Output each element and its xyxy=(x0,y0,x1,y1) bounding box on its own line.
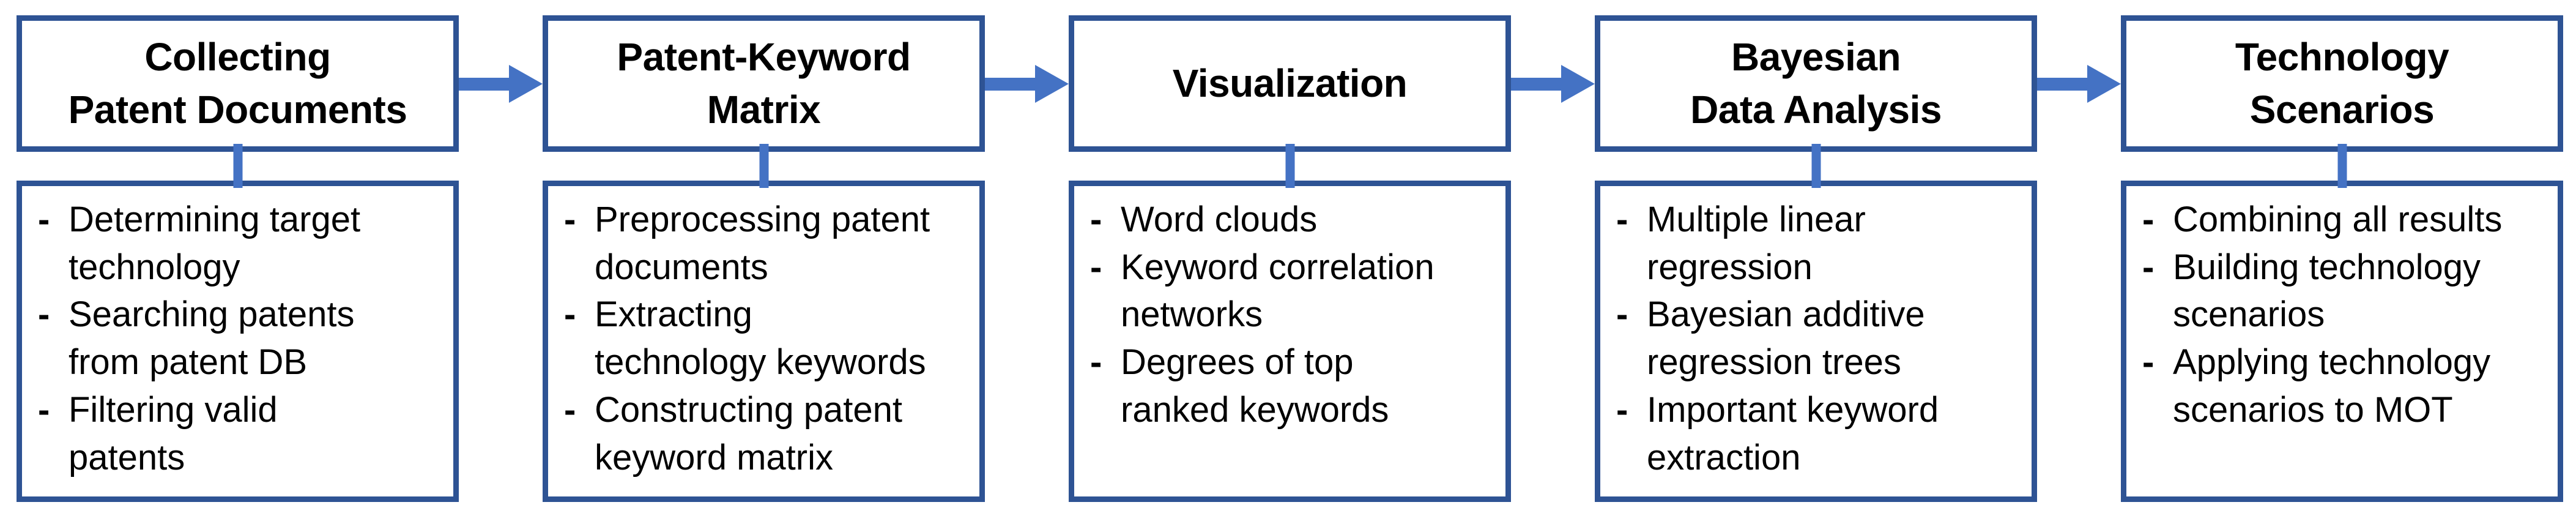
stage-title: Collecting Patent Documents xyxy=(68,35,407,132)
stage-column-patent-keyword-matrix: Patent-Keyword Matrix - Preprocessing pa… xyxy=(543,15,985,502)
stage-title: Technology Scenarios xyxy=(2235,35,2449,132)
bullet-item: - Word clouds xyxy=(1090,196,1494,244)
bullet-item: - Extracting technology keywords xyxy=(564,291,968,386)
right-arrow-icon xyxy=(459,65,543,103)
bullet-text: Keyword correlation networks xyxy=(1121,247,1435,335)
bullet-dash: - xyxy=(564,389,576,430)
stage-detail-box: - Word clouds - Keyword correlation netw… xyxy=(1069,181,1511,502)
bullet-dash: - xyxy=(564,200,576,239)
bullet-item: - Determining target technology xyxy=(38,196,442,291)
bullet-text: Multiple linear regression xyxy=(1647,200,1866,287)
flow-arrow xyxy=(459,15,543,152)
flow-arrow xyxy=(2037,15,2121,152)
bullet-text: Determining target technology xyxy=(69,200,361,287)
bullet-text: Preprocessing patent documents xyxy=(595,200,930,287)
flow-arrow xyxy=(1511,15,1595,152)
stage-column-visualization: Visualization - Word clouds - Keyword co… xyxy=(1069,15,1511,502)
bullet-item: - Constructing patent keyword matrix xyxy=(564,386,968,481)
bullet-text: Constructing patent keyword matrix xyxy=(595,389,902,477)
stage-detail-box: - Combining all results - Building techn… xyxy=(2121,181,2563,502)
bullet-dash: - xyxy=(38,200,50,239)
right-arrow-icon xyxy=(2037,65,2121,103)
stage-detail-box: - Determining target technology - Search… xyxy=(17,181,459,502)
stage-detail-box: - Preprocessing patent documents - Extra… xyxy=(543,181,985,502)
bullet-text: Extracting technology keywords xyxy=(595,294,926,383)
stage-column-bayesian-data-analysis: Bayesian Data Analysis - Multiple linear… xyxy=(1595,15,2037,502)
stage-title: Bayesian Data Analysis xyxy=(1690,35,1942,132)
bullet-text: Bayesian additive regression trees xyxy=(1647,294,1925,383)
stage-column-collecting-patent-documents: Collecting Patent Documents - Determinin… xyxy=(17,15,459,502)
stage-title: Visualization xyxy=(1172,61,1408,105)
bullet-item: - Building technology scenarios xyxy=(2142,244,2547,339)
bullet-dash: - xyxy=(2142,247,2155,287)
stage-title-box: Collecting Patent Documents xyxy=(17,15,459,152)
arrow-shaft xyxy=(459,77,509,91)
bullet-dash: - xyxy=(1090,342,1102,383)
stage-title-box: Bayesian Data Analysis xyxy=(1595,15,2037,152)
vertical-connector xyxy=(1811,144,1821,188)
bullet-text: Searching patents from patent DB xyxy=(69,294,355,383)
stage-title: Patent-Keyword Matrix xyxy=(617,35,911,132)
stage-column-technology-scenarios: Technology Scenarios - Combining all res… xyxy=(2121,15,2563,502)
bullet-dash: - xyxy=(1090,200,1102,239)
bullet-item: - Bayesian additive regression trees xyxy=(1616,291,2021,386)
bullet-dash: - xyxy=(1090,247,1102,287)
bullet-dash: - xyxy=(38,389,50,430)
vertical-connector xyxy=(1285,144,1294,188)
bullet-dash: - xyxy=(2142,342,2155,383)
stage-title-box: Patent-Keyword Matrix xyxy=(543,15,985,152)
stage-title-box: Technology Scenarios xyxy=(2121,15,2563,152)
bullet-item: - Applying technology scenarios to MOT xyxy=(2142,339,2547,433)
stage-title-box: Visualization xyxy=(1069,15,1511,152)
vertical-connector xyxy=(233,144,242,188)
bullet-item: - Filtering valid patents xyxy=(38,386,442,481)
arrow-shaft xyxy=(2037,77,2087,91)
bullet-dash: - xyxy=(1616,294,1628,335)
bullet-text: Building technology scenarios xyxy=(2173,247,2481,335)
right-arrow-icon xyxy=(985,65,1069,103)
bullet-dash: - xyxy=(2142,200,2155,239)
arrow-head xyxy=(1035,65,1069,103)
arrow-shaft xyxy=(985,77,1035,91)
bullet-dash: - xyxy=(1616,200,1628,239)
bullet-item: - Degrees of top ranked keywords xyxy=(1090,339,1494,433)
bullet-item: - Preprocessing patent documents xyxy=(564,196,968,291)
stage-detail-box: - Multiple linear regression - Bayesian … xyxy=(1595,181,2037,502)
arrow-head xyxy=(2087,65,2121,103)
bullet-item: - Important keyword extraction xyxy=(1616,386,2021,481)
bullet-text: Important keyword extraction xyxy=(1647,389,1939,477)
flow-arrow xyxy=(985,15,1069,152)
bullet-item: - Keyword correlation networks xyxy=(1090,244,1494,339)
bullet-text: Applying technology scenarios to MOT xyxy=(2173,342,2491,430)
bullet-dash: - xyxy=(1616,389,1628,430)
bullet-text: Filtering valid patents xyxy=(69,389,278,477)
vertical-connector xyxy=(759,144,768,188)
right-arrow-icon xyxy=(1511,65,1595,103)
bullet-item: - Multiple linear regression xyxy=(1616,196,2021,291)
bullet-text: Word clouds xyxy=(1121,200,1318,239)
bullet-dash: - xyxy=(564,294,576,335)
arrow-head xyxy=(509,65,543,103)
bullet-item: - Combining all results xyxy=(2142,196,2547,244)
bullet-dash: - xyxy=(38,294,50,335)
bullet-text: Degrees of top ranked keywords xyxy=(1121,342,1389,430)
arrow-shaft xyxy=(1511,77,1561,91)
arrow-head xyxy=(1561,65,1595,103)
vertical-connector xyxy=(2337,144,2347,188)
bullet-item: - Searching patents from patent DB xyxy=(38,291,442,386)
bullet-text: Combining all results xyxy=(2173,200,2503,239)
